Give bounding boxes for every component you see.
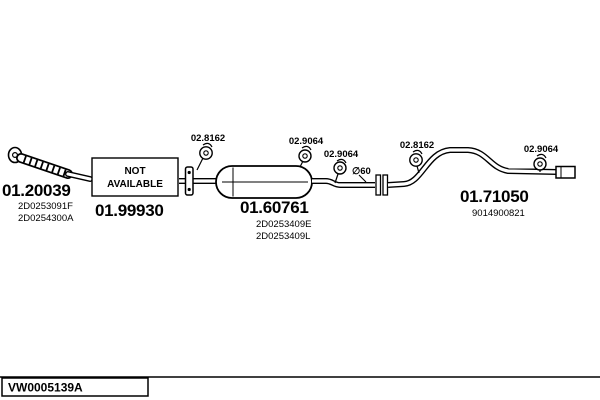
mount-label-3: 02.9064 xyxy=(324,149,359,160)
part-ref-muffler-1: 2D0253409E xyxy=(256,219,311,230)
part-number-muffler: 01.60761 xyxy=(240,198,309,217)
rubber-mount-icon-1 xyxy=(196,142,213,171)
part-ref-tail-1: 9014900821 xyxy=(472,208,525,219)
mount-label-5: 02.9064 xyxy=(524,144,559,155)
tail-pipe xyxy=(387,147,576,188)
diameter-leader-line xyxy=(358,174,367,183)
not-available-line2: AVAILABLE xyxy=(107,179,163,190)
not-available-line1: NOT xyxy=(124,166,145,177)
rubber-mount-icon-3 xyxy=(333,158,347,184)
part-number-front-pipe: 01.20039 xyxy=(2,181,71,200)
diameter-annotation: ∅60 xyxy=(352,166,371,177)
muffler-body xyxy=(215,165,313,199)
mount-label-1: 02.8162 xyxy=(191,133,225,144)
part-ref-front-1: 2D0253091F xyxy=(18,201,73,212)
tail-joint-flange xyxy=(375,174,389,196)
muffler-inlet-flange xyxy=(179,166,218,196)
part-number-not-available: 01.99930 xyxy=(95,201,164,220)
tail-pipe-tip xyxy=(555,165,576,179)
front-flex-pipe xyxy=(7,146,93,182)
mid-pipe xyxy=(312,174,375,188)
rubber-mount-icon-2 xyxy=(298,145,312,168)
rubber-mount-icon-4 xyxy=(409,149,423,174)
part-ref-front-2: 2D0254300A xyxy=(18,213,74,224)
mount-label-2: 02.9064 xyxy=(289,136,324,147)
drawing-code: VW0005139A xyxy=(8,381,83,395)
not-available-box: NOT AVAILABLE xyxy=(91,157,179,197)
mount-label-4: 02.8162 xyxy=(400,140,434,151)
rubber-mount-icon-5 xyxy=(533,153,547,172)
part-number-tail-pipe: 01.71050 xyxy=(460,187,529,206)
title-block: VW0005139A xyxy=(0,376,600,397)
part-ref-muffler-2: 2D0253409L xyxy=(256,231,310,242)
